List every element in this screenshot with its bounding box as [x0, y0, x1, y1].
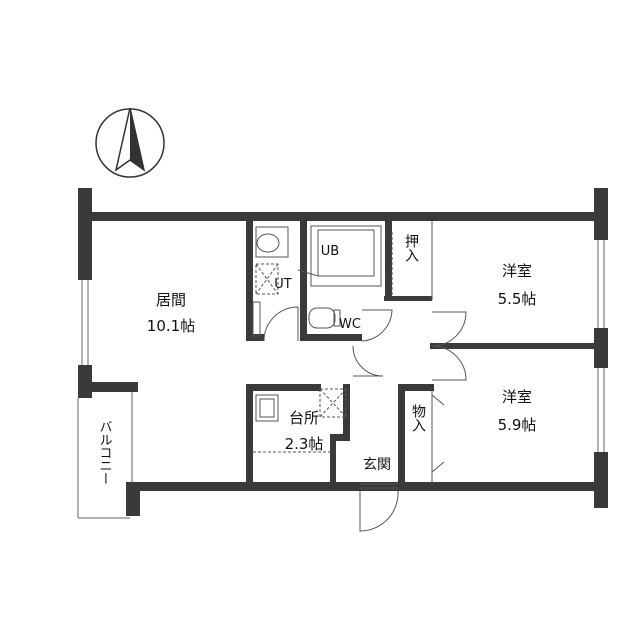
- living-room-size: 10.1帖: [147, 317, 195, 335]
- balcony-label: バルコニー: [97, 420, 113, 485]
- entrance-label: 玄関: [363, 456, 391, 473]
- exterior-walls: [78, 188, 608, 516]
- ut-label: UT: [274, 277, 292, 292]
- balcony-area: [77, 392, 133, 519]
- kitchen-label: 台所: [289, 409, 319, 427]
- closet-2-label: 物入: [410, 404, 426, 432]
- western-room-1-label: 洋室: [502, 262, 532, 280]
- living-room-label: 居間: [156, 291, 186, 309]
- western-room-2-label: 洋室: [502, 388, 532, 406]
- kitchen-size: 2.3帖: [285, 435, 324, 453]
- north-arrow-icon: [95, 107, 165, 178]
- closet-1-label: 押入: [403, 234, 419, 262]
- wc-label: WC: [339, 317, 361, 332]
- windows: [81, 240, 605, 452]
- western-room-2-size: 5.9帖: [498, 416, 537, 434]
- western-room-1-size: 5.5帖: [498, 290, 537, 308]
- door-swings: [263, 269, 467, 532]
- fixtures: [252, 221, 433, 489]
- ub-label: UB: [321, 244, 339, 259]
